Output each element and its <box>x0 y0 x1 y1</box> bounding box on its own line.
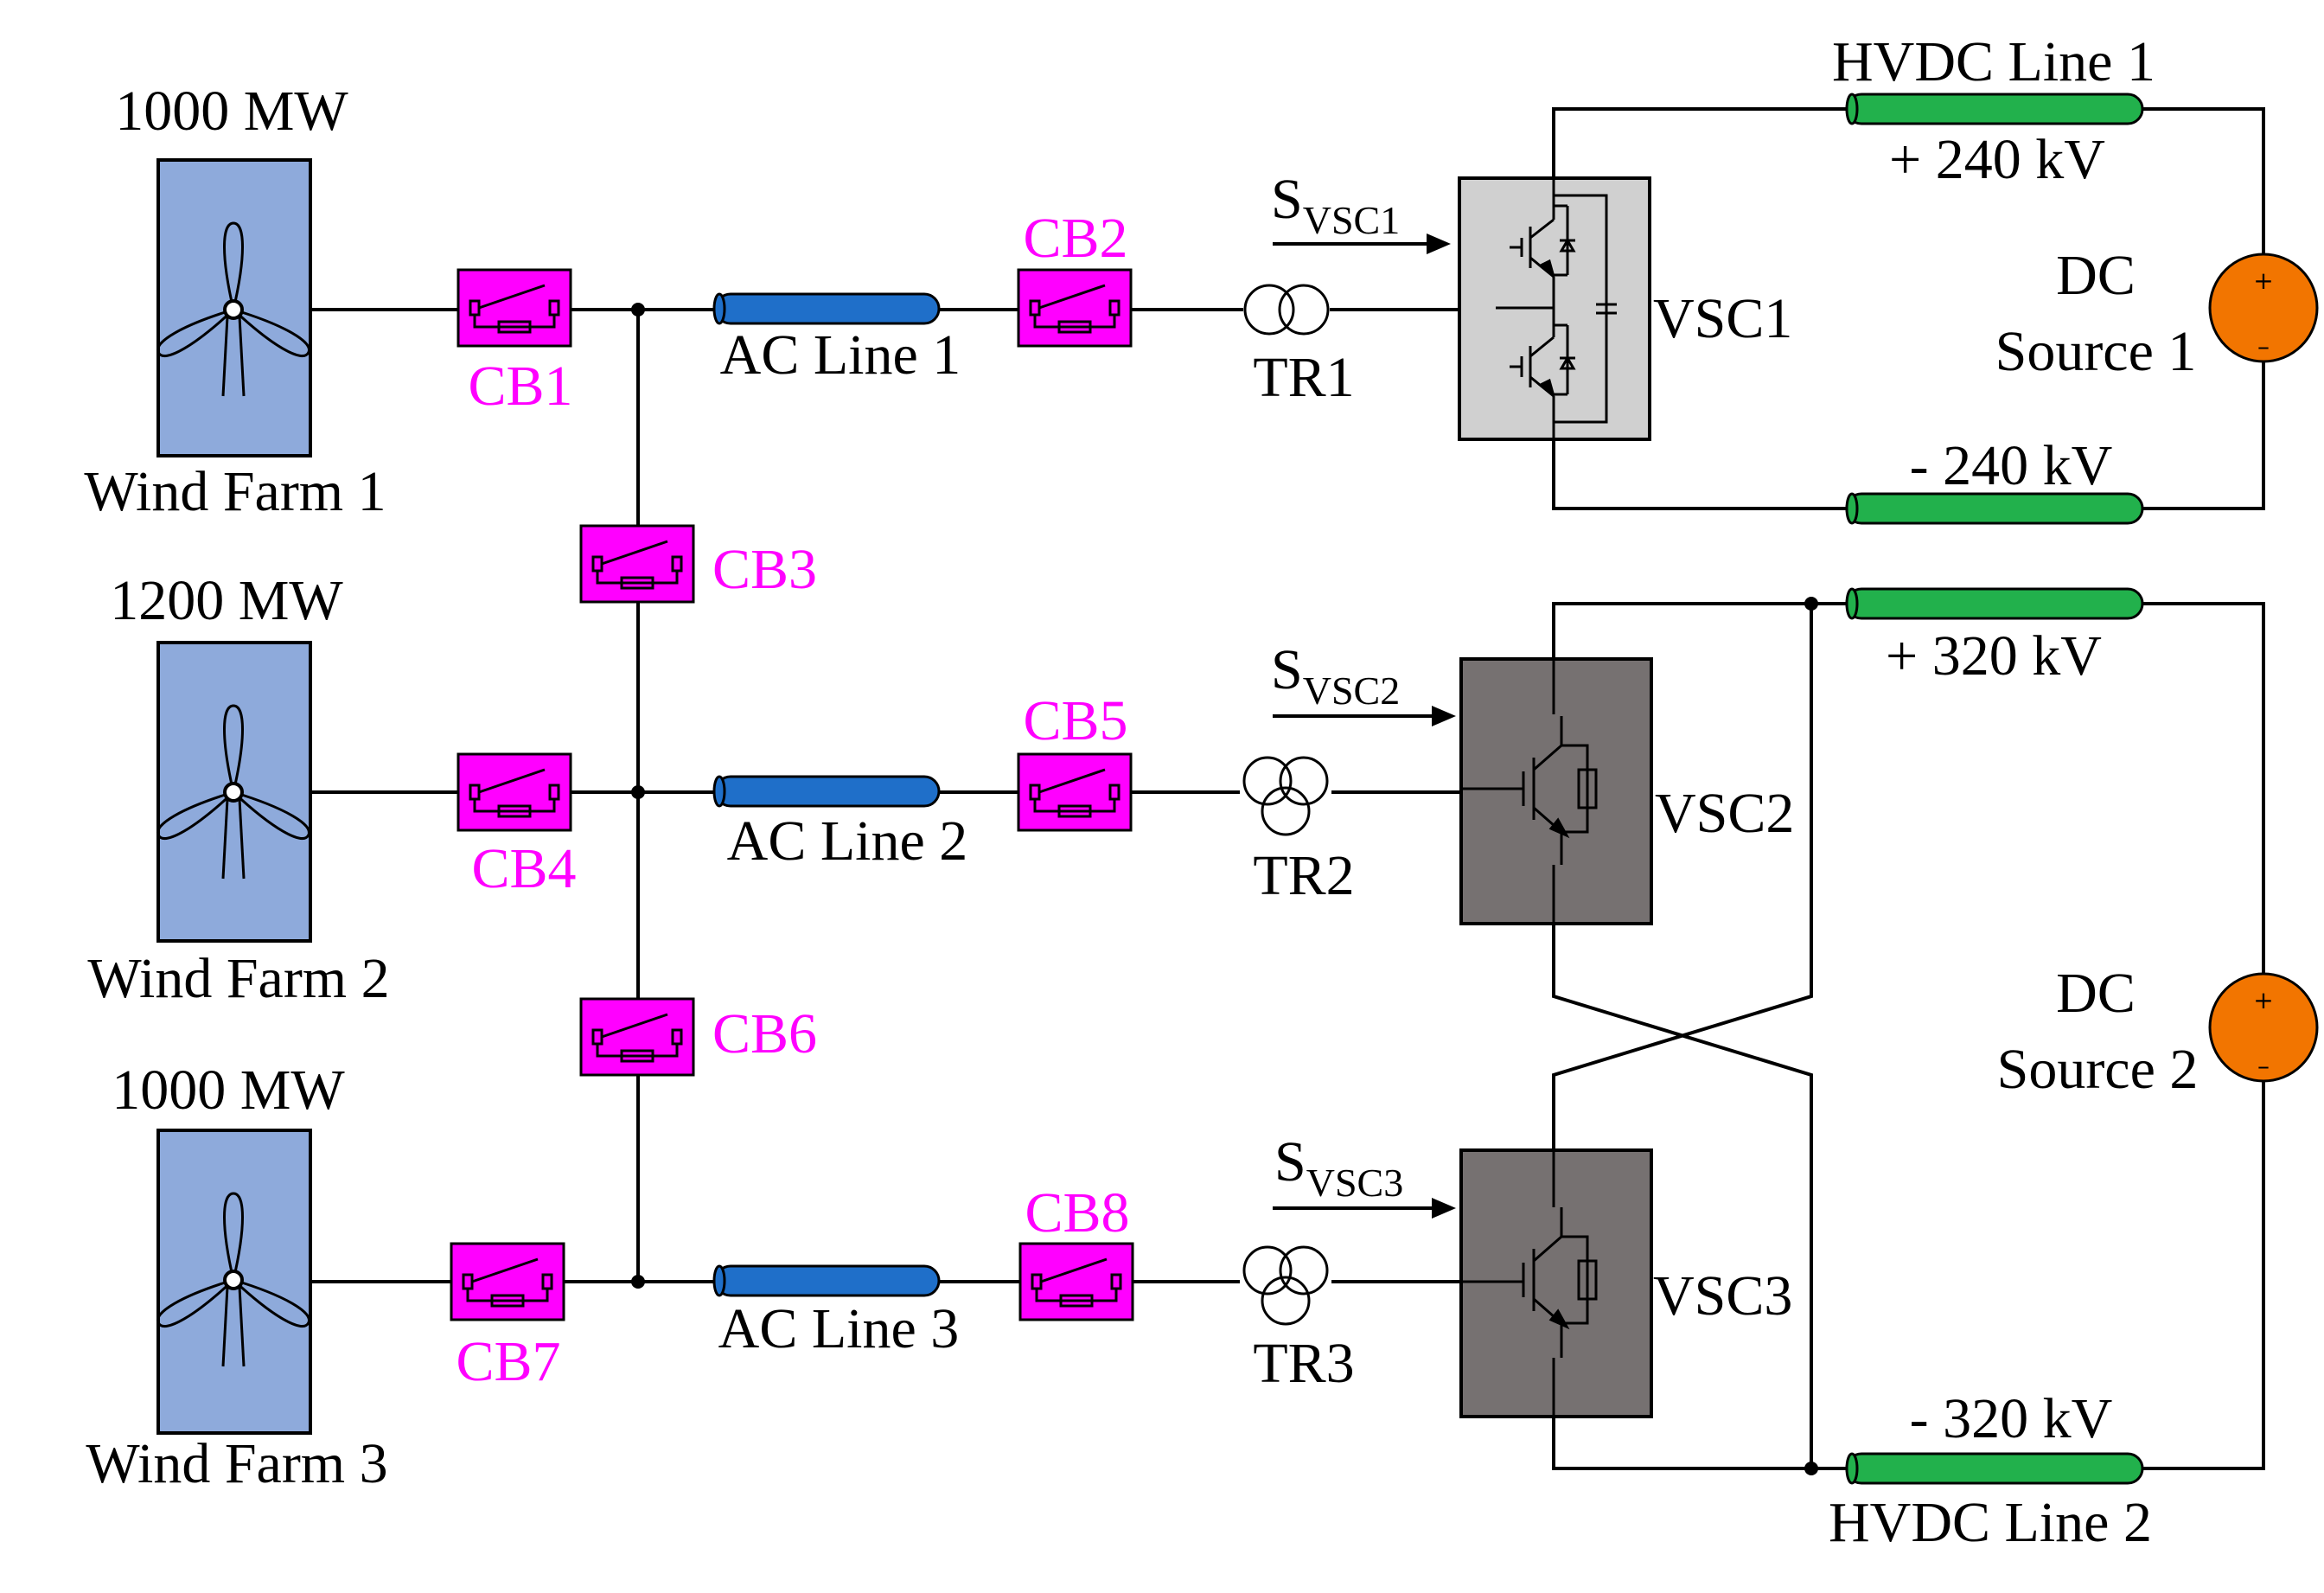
breaker-switch-icon <box>591 1013 683 1063</box>
transformer-tr3[interactable] <box>1240 1235 1331 1328</box>
vsc1-label: VSC1 <box>1653 287 1792 350</box>
junction-dot <box>1804 1462 1818 1475</box>
voltage-pos-240: + 240 kV <box>1889 128 2105 191</box>
dc-source-1[interactable]: + – <box>2208 253 2319 363</box>
svsc3-label: SVSC3 <box>1274 1130 1403 1205</box>
ac-line-3-label: AC Line 3 <box>718 1297 960 1360</box>
cb4-label: CB4 <box>471 837 576 900</box>
circuit-breakers <box>450 268 1134 1321</box>
svsc1-arrow <box>1273 234 1451 254</box>
cb5-label: CB5 <box>1023 689 1127 752</box>
ac-line-2[interactable] <box>712 775 941 808</box>
cb8-label: CB8 <box>1025 1181 1129 1244</box>
cb6-label: CB6 <box>712 1002 817 1065</box>
cb2-label: CB2 <box>1023 207 1127 270</box>
cb3-label: CB3 <box>712 538 817 601</box>
wind-farm-1[interactable] <box>154 158 313 457</box>
junction-dot <box>631 1275 645 1289</box>
junction-dot <box>1804 597 1818 611</box>
circuit-breaker-8[interactable] <box>1018 1242 1134 1321</box>
wind-farm-3-power: 1000 MW <box>112 1059 345 1122</box>
hvdc-cable-pos-240[interactable] <box>1845 93 2144 125</box>
breaker-switch-icon <box>1031 1257 1122 1308</box>
ac-line-2-label: AC Line 2 <box>727 809 968 873</box>
dc-source-2[interactable]: + – <box>2208 972 2319 1083</box>
svsc3-arrow <box>1273 1198 1456 1219</box>
breaker-switch-icon <box>462 1257 553 1308</box>
wind-turbine-icon <box>156 221 310 397</box>
vsc2-converter[interactable] <box>1459 657 1653 925</box>
svsc2-arrow <box>1273 706 1456 726</box>
vsc1-converter[interactable] <box>1458 176 1651 441</box>
wind-farm-1-power: 1000 MW <box>115 80 348 143</box>
dc-source-2-line1: DC <box>2056 962 2136 1025</box>
breaker-switch-icon <box>1029 768 1120 818</box>
igbt-icon <box>1461 1150 1598 1417</box>
hvdc-line-1-label: HVDC Line 1 <box>1832 30 2155 93</box>
tr3-label: TR3 <box>1253 1332 1354 1395</box>
hvdc-cable-pos-320[interactable] <box>1845 587 2144 620</box>
plus-sign: + <box>2253 266 2273 295</box>
cb1-label: CB1 <box>468 355 572 418</box>
ac-line-3[interactable] <box>712 1264 941 1297</box>
dc-source-2-line2: Source 2 <box>1997 1038 2199 1101</box>
breaker-switch-icon <box>591 540 683 590</box>
minus-sign: – <box>2257 332 2270 361</box>
wind-turbine-icon <box>156 1192 310 1367</box>
tr2-label: TR2 <box>1253 844 1354 907</box>
transformer-tr2[interactable] <box>1240 745 1331 839</box>
circuit-breaker-7[interactable] <box>450 1242 565 1321</box>
circuit-breaker-3[interactable] <box>579 524 695 604</box>
svsc2-label: SVSC2 <box>1271 638 1400 713</box>
ac-line-1[interactable] <box>712 292 941 325</box>
cb7-label: CB7 <box>456 1330 560 1393</box>
svsc1-label: SVSC1 <box>1271 168 1400 242</box>
igbt-halfbridge-icon <box>1496 178 1617 439</box>
junction-dot <box>631 303 645 317</box>
transformer-tr1[interactable] <box>1243 282 1330 337</box>
wind-farm-2[interactable] <box>154 641 313 943</box>
vsc3-label: VSC3 <box>1653 1264 1792 1328</box>
breaker-switch-icon <box>1029 284 1120 334</box>
voltage-neg-240: - 240 kV <box>1910 434 2113 497</box>
hvdc-line-2-label: HVDC Line 2 <box>1829 1491 2152 1554</box>
voltage-neg-320: - 320 kV <box>1910 1387 2113 1450</box>
wind-farm-3[interactable] <box>154 1129 313 1435</box>
vsc3-converter[interactable] <box>1459 1148 1653 1418</box>
junction-dots <box>631 303 1818 1475</box>
circuit-breaker-6[interactable] <box>579 997 695 1077</box>
junction-dot <box>631 785 645 799</box>
voltage-pos-320: + 320 kV <box>1886 624 2102 688</box>
vsc2-label: VSC2 <box>1655 782 1794 845</box>
wind-farm-1-label: Wind Farm 1 <box>84 460 386 523</box>
hvdc-cable-neg-320[interactable] <box>1845 1452 2144 1485</box>
dc-source-1-line1: DC <box>2056 244 2136 307</box>
igbt-icon <box>1461 659 1598 924</box>
circuit-breaker-2[interactable] <box>1017 268 1133 348</box>
circuit-breaker-5[interactable] <box>1017 752 1133 832</box>
wind-farm-3-label: Wind Farm 3 <box>86 1432 387 1495</box>
circuit-breaker-1[interactable] <box>456 268 572 348</box>
plus-sign: + <box>2253 986 2273 1014</box>
breaker-switch-icon <box>469 284 560 334</box>
wind-farm-2-power: 1200 MW <box>110 569 343 632</box>
ac-line-1-label: AC Line 1 <box>720 323 961 387</box>
circuit-breaker-4[interactable] <box>456 752 572 832</box>
minus-sign: – <box>2257 1052 2270 1080</box>
wind-farm-2-label: Wind Farm 2 <box>87 947 389 1010</box>
hvdc-cable-neg-240[interactable] <box>1845 492 2144 525</box>
wind-turbine-icon <box>156 704 310 880</box>
tr1-label: TR1 <box>1253 346 1354 409</box>
dc-source-1-line2: Source 1 <box>1995 320 2197 383</box>
breaker-switch-icon <box>469 768 560 818</box>
